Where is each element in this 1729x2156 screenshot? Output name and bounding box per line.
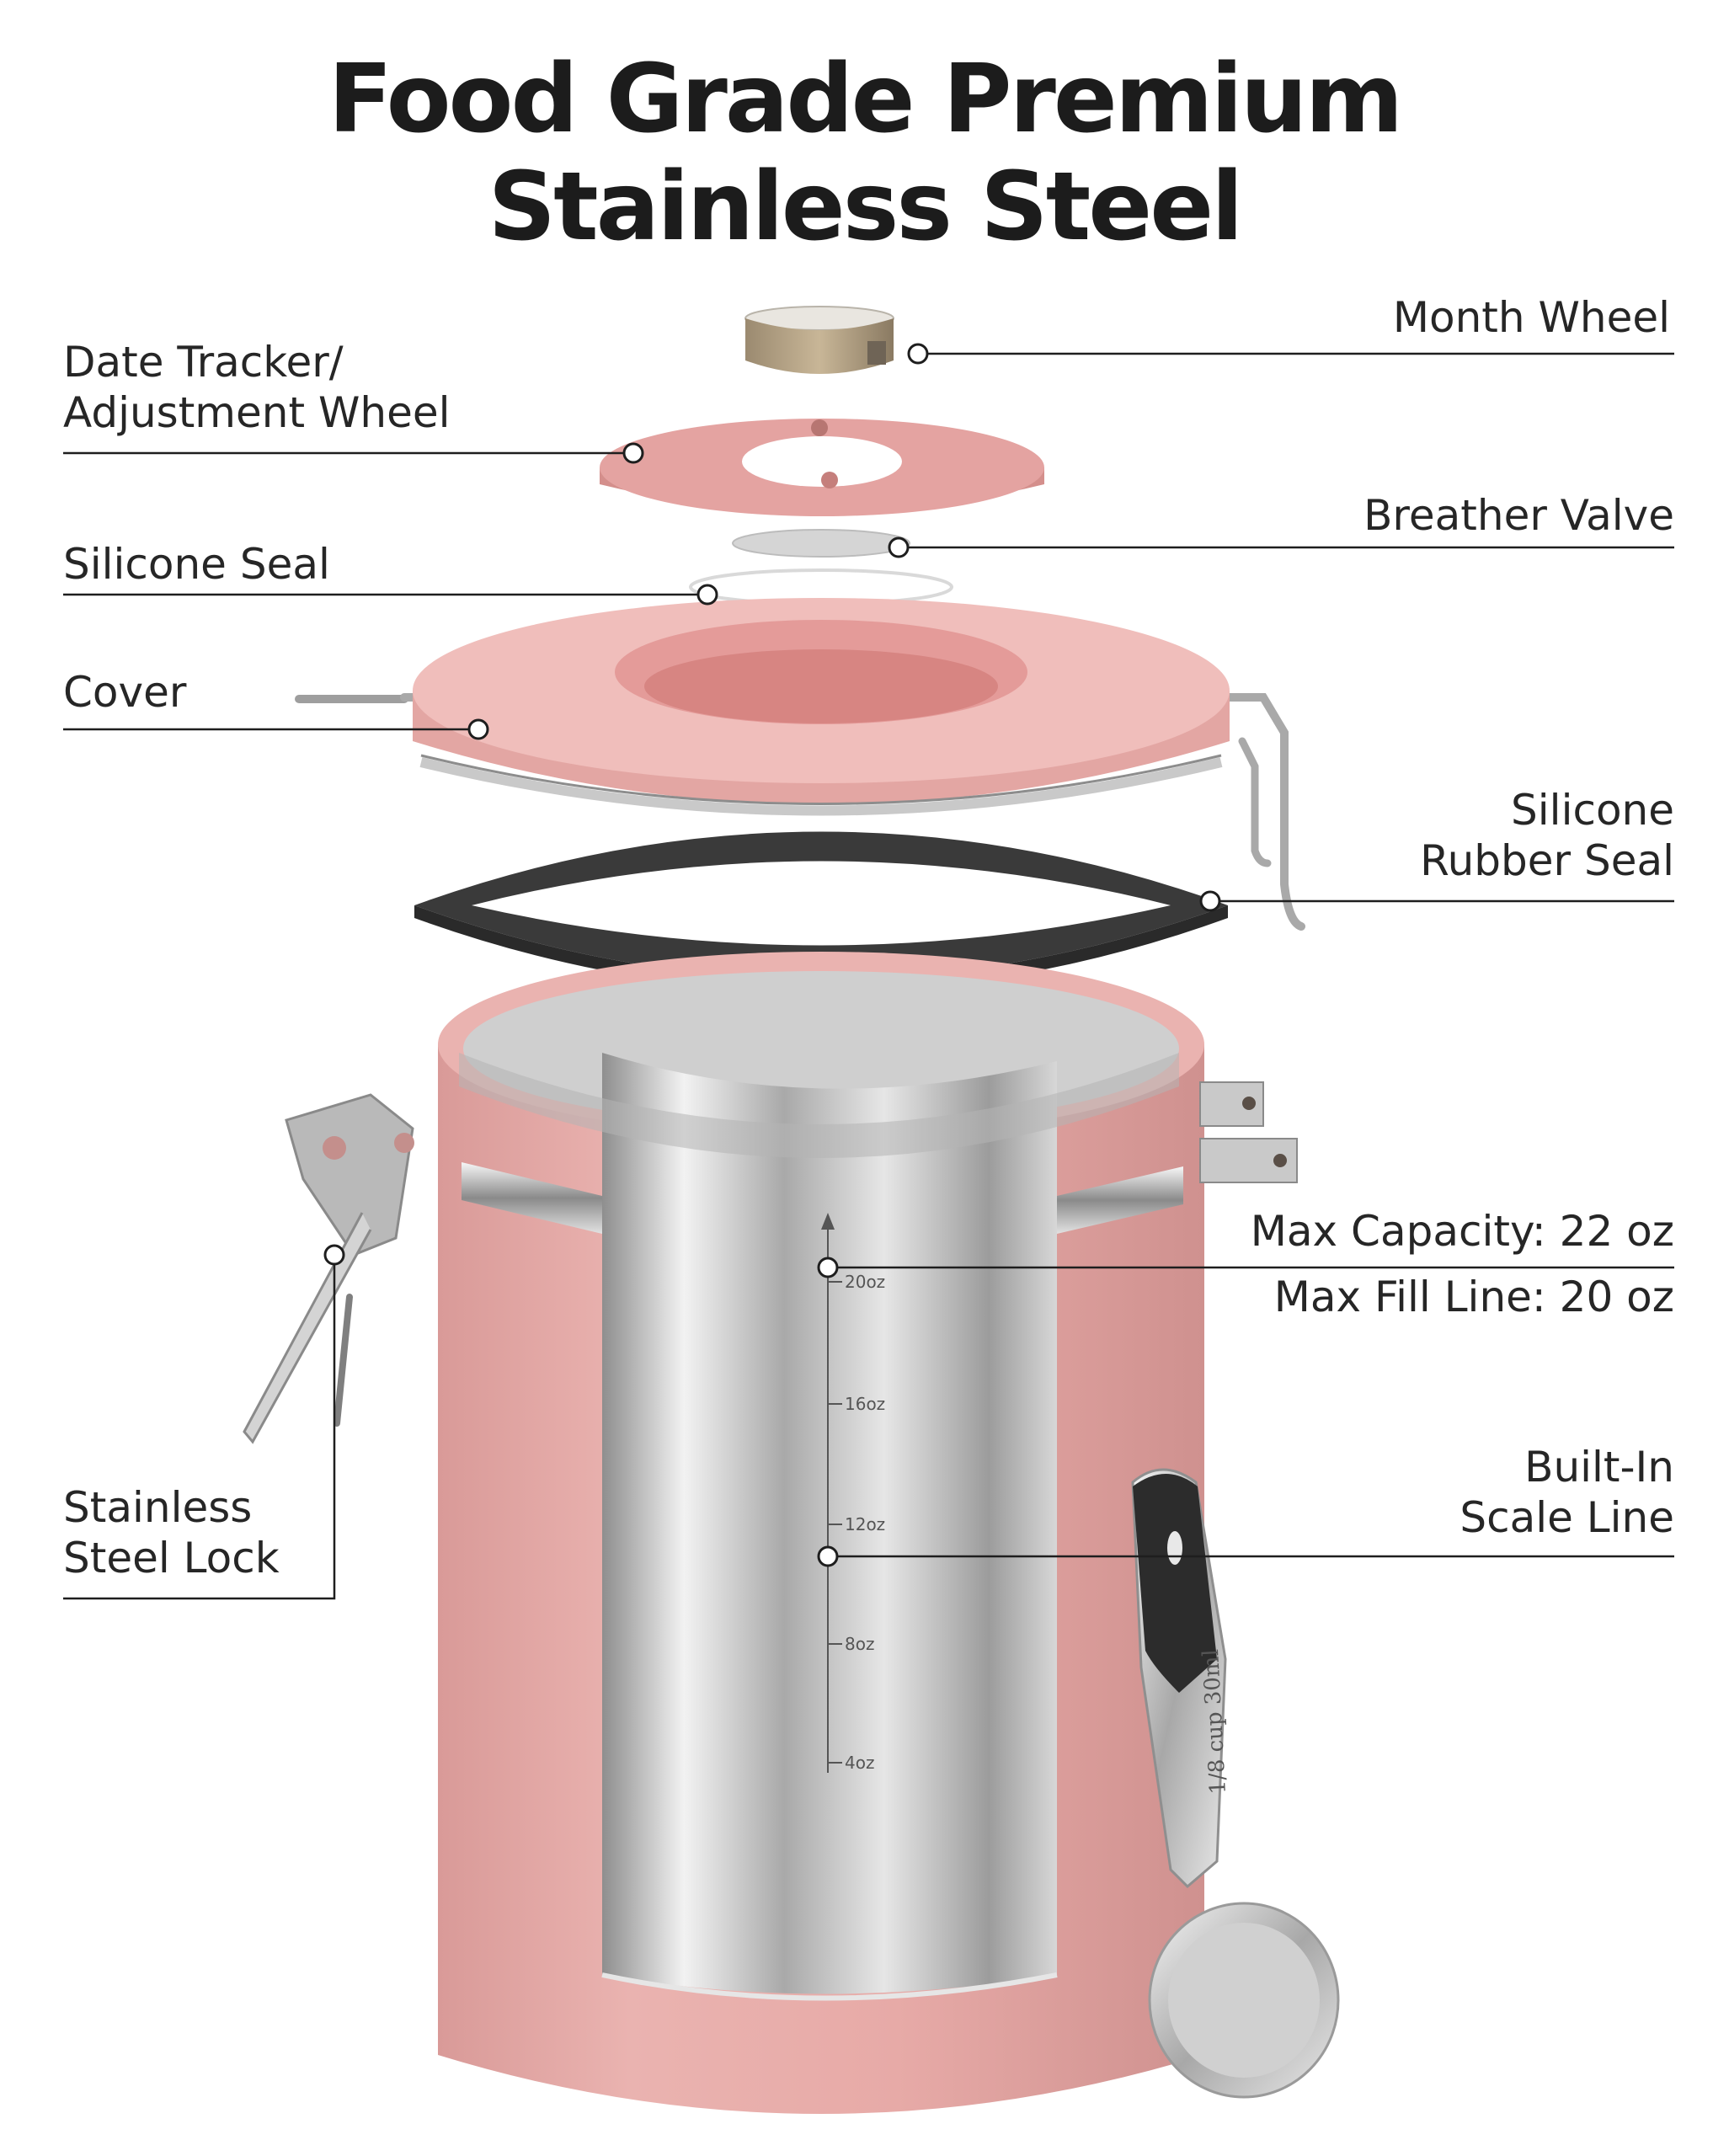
- label-max-fill-line: Max Fill Line: 20 oz: [1273, 1273, 1674, 1321]
- label-max-capacity: Max Capacity: 22 oz: [1250, 1207, 1674, 1256]
- label-date-tracker-line-2: Adjustment Wheel: [63, 388, 451, 437]
- leader-lines: [63, 352, 1674, 1600]
- label-scale-line-1: Built-In: [1524, 1443, 1674, 1492]
- scale-tick-label: 4oz: [845, 1753, 874, 1773]
- label-silicone-seal: Silicone Seal: [63, 540, 330, 589]
- dot-rubber-seal: [1199, 890, 1221, 912]
- dot-max-capacity: [817, 1257, 839, 1278]
- callout-dots: [323, 343, 1221, 1567]
- label-lock-line-1: Stainless: [63, 1483, 253, 1532]
- cover: [295, 598, 1305, 931]
- label-month-wheel: Month Wheel: [1392, 293, 1670, 342]
- built-in-scale: 20oz 16oz 12oz 8oz 4oz: [821, 1213, 885, 1773]
- date-tracker-wheel: [600, 419, 1044, 516]
- leader-lock: [63, 1255, 336, 1600]
- label-breather-valve: Breather Valve: [1363, 491, 1674, 540]
- label-lock-line-2: Steel Lock: [63, 1534, 280, 1582]
- scale-tick-label: 16oz: [845, 1394, 885, 1414]
- dot-lock: [323, 1244, 345, 1266]
- label-cover: Cover: [63, 668, 187, 717]
- dot-cover: [467, 718, 489, 740]
- scale-tick-label: 20oz: [845, 1272, 885, 1292]
- title-line-2: Stainless Steel: [488, 152, 1243, 262]
- dot-breather-valve: [888, 536, 910, 558]
- dot-month-wheel: [907, 343, 929, 365]
- title-line-1: Food Grade Premium: [328, 45, 1404, 154]
- breather-valve: [732, 529, 910, 558]
- label-scale-line-2: Scale Line: [1460, 1493, 1674, 1542]
- scale-tick-label: 12oz: [845, 1514, 885, 1534]
- dot-date-tracker: [622, 442, 644, 464]
- measuring-spoon: 1/8 cup 30ml: [1131, 1468, 1340, 2099]
- label-rubber-seal-line-2: Rubber Seal: [1420, 836, 1674, 885]
- scale-tick-label: 8oz: [845, 1634, 874, 1654]
- label-rubber-seal-line-1: Silicone: [1511, 786, 1674, 835]
- label-date-tracker-line-1: Date Tracker/: [63, 338, 344, 387]
- stainless-steel-lock: [243, 1093, 414, 1444]
- dot-silicone-seal: [696, 584, 718, 606]
- month-wheel: [744, 306, 894, 374]
- canister-body: [438, 952, 1204, 2114]
- hinge: [1199, 1081, 1298, 1183]
- dot-scale-line: [817, 1545, 839, 1567]
